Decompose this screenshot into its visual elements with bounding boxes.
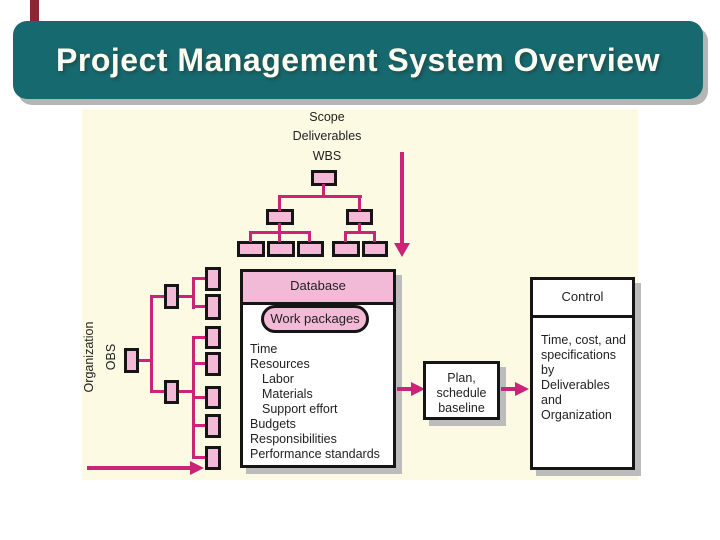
database-list-item: Responsibilities (250, 432, 337, 446)
connector-line (278, 195, 281, 211)
obs-node (164, 380, 179, 404)
control-body-line: Time, cost, and (541, 333, 626, 347)
obs-node (205, 294, 221, 320)
wbs-node (237, 241, 265, 257)
right-arrowhead-icon (411, 382, 425, 396)
connector-line (152, 390, 164, 393)
connector-line (192, 336, 195, 459)
obs-node (205, 386, 221, 409)
database-list-item: Labor (262, 372, 294, 386)
connector-line (322, 184, 325, 197)
organization-label: Organization (82, 321, 96, 393)
obs-node (164, 284, 179, 309)
connector-line (345, 231, 376, 234)
obs-in-arrow (87, 466, 191, 470)
connector-line (194, 396, 205, 399)
wbs-node (362, 241, 388, 257)
connector-line (358, 195, 361, 211)
connector-line (194, 424, 205, 427)
connector-line (194, 362, 205, 365)
connector-line (192, 277, 195, 309)
control-body-line: Deliverables (541, 378, 610, 392)
down-arrowhead-icon (394, 243, 410, 257)
plan-box-line: baseline (438, 401, 485, 415)
connector-line (150, 295, 153, 393)
plan-box-line: Plan, (447, 371, 476, 385)
connector-line (194, 336, 205, 339)
obs-node (205, 446, 221, 470)
control-body-line: and (541, 393, 562, 407)
db-to-plan-arrow (397, 387, 413, 391)
accent-bar (30, 0, 39, 29)
connector-line (279, 195, 362, 198)
wbs-node (297, 241, 324, 257)
control-header: Control (533, 280, 632, 318)
connector-line (373, 231, 376, 242)
database-list-item: Resources (250, 357, 310, 371)
obs-node (205, 267, 221, 291)
obs-node (205, 352, 221, 376)
right-arrowhead-icon (190, 461, 204, 475)
connector-line (194, 456, 205, 459)
deliverables-label: Deliverables (292, 129, 362, 143)
plan-to-control-arrow (501, 387, 517, 391)
database-list-item: Materials (262, 387, 313, 401)
control-body-line: by (541, 363, 555, 377)
control-body-line: Organization (541, 408, 612, 422)
work-packages-pill: Work packages (261, 305, 369, 333)
database-list-item: Support effort (262, 402, 338, 416)
obs-label: OBS (104, 343, 118, 371)
connector-line (250, 231, 311, 234)
connector-line (194, 305, 205, 308)
wbs-node (332, 241, 360, 257)
obs-node (205, 326, 221, 349)
connector-line (152, 295, 164, 298)
wbs-label: WBS (312, 149, 342, 163)
database-box: Database (240, 269, 396, 468)
plan-box-line: schedule (436, 386, 487, 400)
connector-line (358, 223, 361, 234)
database-list-item: Budgets (250, 417, 296, 431)
connector-line (249, 231, 252, 242)
connector-line (179, 295, 194, 298)
right-arrowhead-icon (515, 382, 529, 396)
connector-line (179, 390, 194, 393)
connector-line (139, 359, 152, 362)
scope-down-arrow (400, 152, 404, 244)
obs-node (205, 414, 221, 438)
obs-root-node (124, 348, 139, 373)
connector-line (194, 277, 205, 280)
title-bar: Project Management System Overview (13, 21, 703, 99)
connector-line (344, 231, 347, 242)
database-list-item: Performance standards (250, 447, 380, 461)
database-header: Database (243, 272, 393, 305)
scope-label: Scope (309, 110, 345, 124)
page-title: Project Management System Overview (56, 41, 660, 78)
database-list-item: Time (250, 342, 278, 356)
control-body-line: specifications (541, 348, 617, 362)
wbs-node (267, 241, 295, 257)
connector-line (308, 231, 311, 242)
